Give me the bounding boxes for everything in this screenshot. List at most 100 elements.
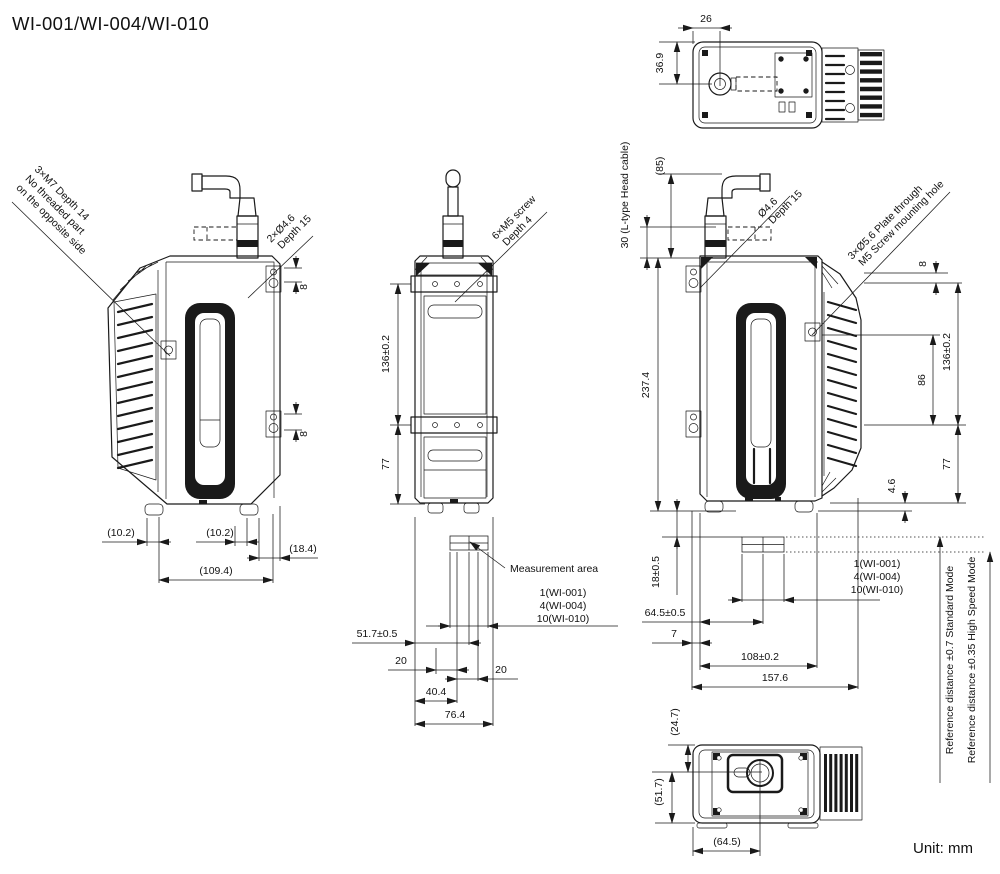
back-body <box>699 255 823 502</box>
svg-text:(51.7): (51.7) <box>653 778 665 805</box>
dim-24-7: (24.7) <box>669 708 692 773</box>
top-view: 26 36.9 <box>654 13 885 129</box>
svg-text:20: 20 <box>495 664 507 676</box>
svg-text:M5 Screw mounting hole: M5 Screw mounting hole <box>856 178 946 268</box>
measurement-area-box <box>449 535 489 551</box>
dim-86: 86 <box>916 334 937 426</box>
svg-text:(64.5): (64.5) <box>713 836 740 848</box>
head-cable-front <box>191 173 259 259</box>
mounting-tab-bottom <box>685 410 702 438</box>
hole-label: 2×Ø4.6 Depth 15 <box>265 212 314 252</box>
svg-text:77: 77 <box>380 458 392 470</box>
foot <box>787 822 819 829</box>
foot <box>696 822 728 829</box>
corner-fan <box>112 261 159 301</box>
svg-text:(109.4): (109.4) <box>199 565 232 577</box>
svg-text:136±0.2: 136±0.2 <box>941 333 953 371</box>
svg-text:18±0.5: 18±0.5 <box>650 556 662 588</box>
leader-line <box>454 211 548 303</box>
cable-dashed-alt <box>193 226 238 241</box>
corner-screws <box>702 50 812 118</box>
dim-64-5-bottom: (64.5) <box>692 836 761 855</box>
dim-18-4: (18.4) <box>247 543 318 562</box>
dim-85: (85) <box>654 157 675 259</box>
svg-text:136±0.2: 136±0.2 <box>380 335 392 373</box>
dim-7: 7 <box>652 628 712 647</box>
dim-108: 108±0.2 <box>699 651 818 670</box>
dim-76-4: 76.4 <box>414 709 494 728</box>
fin-shell <box>821 261 862 497</box>
svg-text:(24.7): (24.7) <box>669 708 681 735</box>
measurement-range-labels: 1(WI-001) 4(WI-004) 10(WI-010) <box>851 558 904 596</box>
svg-text:237.4: 237.4 <box>640 372 652 398</box>
dim-8-bottom: 8 <box>284 402 310 442</box>
fins <box>826 300 858 468</box>
dim-136: 136±0.2 <box>380 283 402 426</box>
fin-comb-top <box>857 49 885 121</box>
front-view: 3×M7 Depth 14 No threaded part on the op… <box>11 164 318 584</box>
svg-text:(10.2): (10.2) <box>206 527 233 539</box>
svg-text:30 (L-type Head cable): 30 (L-type Head cable) <box>619 142 631 249</box>
front-body <box>107 255 281 505</box>
extension-lines <box>414 517 494 726</box>
foot <box>239 503 259 516</box>
mounting-rail-mid <box>410 416 498 434</box>
hole-label: Ø4.6 Depth 15 <box>756 188 805 227</box>
reference-distance-callouts: Reference distance ±0.7 Standard Mode Re… <box>936 536 994 783</box>
dim-77-back: 77 <box>941 424 962 504</box>
foot <box>704 500 724 513</box>
svg-text:76.4: 76.4 <box>445 709 466 721</box>
svg-text:26: 26 <box>700 13 712 25</box>
fin-panel <box>113 293 157 481</box>
fins <box>116 302 154 470</box>
head-cable-side <box>442 169 464 259</box>
dim-8-back: 8 <box>917 261 940 295</box>
extension-lines <box>691 498 859 690</box>
cable-dashed-alt <box>727 226 772 241</box>
side-body <box>414 255 494 504</box>
mounting-plate-top <box>774 52 813 98</box>
dim-10-2-right: (10.2) <box>196 527 259 546</box>
back-view: Ø4.6 Depth 15 3×Ø5.6 Plate through M5 Sc… <box>619 142 994 783</box>
dim-136-back: 136±0.2 <box>941 282 962 426</box>
leader-line <box>247 235 314 299</box>
svg-text:Reference distance ±0.7 Stand: Reference distance ±0.7 Standard Mode <box>944 566 956 755</box>
dim-30-cable: 30 (L-type Head cable) <box>619 142 651 270</box>
svg-text:10(WI-010): 10(WI-010) <box>537 613 590 625</box>
dim-157-6: 157.6 <box>691 672 859 691</box>
dim-18: 18±0.5 <box>650 499 681 595</box>
sensor-plate <box>726 753 784 794</box>
measurement-area-label: Measurement area <box>510 563 598 575</box>
dim-237-4: 237.4 <box>640 257 662 512</box>
mounting-rail-top <box>410 275 498 293</box>
extension-lines <box>818 272 966 512</box>
leader-line <box>699 195 791 289</box>
mounting-tab-top <box>685 265 702 293</box>
cable-dashed-top <box>735 76 778 92</box>
svg-text:4.6: 4.6 <box>886 479 898 494</box>
dim-64-5: 64.5±0.5 <box>642 607 764 626</box>
reference-planes <box>786 536 984 553</box>
svg-text:108±0.2: 108±0.2 <box>741 651 779 663</box>
svg-text:4(WI-004): 4(WI-004) <box>540 600 587 612</box>
mounting-tab-bottom <box>265 410 282 438</box>
heatsink-bottom <box>819 746 863 821</box>
dim-26: 26 <box>678 13 732 86</box>
foot <box>144 503 164 516</box>
svg-text:8: 8 <box>298 431 310 437</box>
dim-4-6: 4.6 <box>886 479 909 523</box>
thread-label: 3×M7 Depth 14 No threaded part on the op… <box>13 164 91 257</box>
svg-text:7: 7 <box>671 628 677 640</box>
measurement-area-box <box>741 536 785 553</box>
svg-text:36.9: 36.9 <box>654 53 666 74</box>
unit-note: Unit: mm <box>913 840 973 857</box>
dim-36-9: 36.9 <box>654 41 712 85</box>
head-cable-back <box>704 173 772 259</box>
measurement-range-labels: 1(WI-001) 4(WI-004) 10(WI-010) <box>537 587 590 625</box>
dim-51-7: 51.7±0.5 <box>352 628 481 647</box>
svg-text:1(WI-001): 1(WI-001) <box>854 558 901 570</box>
top-view-body <box>692 41 823 129</box>
dim-77: 77 <box>380 424 402 505</box>
